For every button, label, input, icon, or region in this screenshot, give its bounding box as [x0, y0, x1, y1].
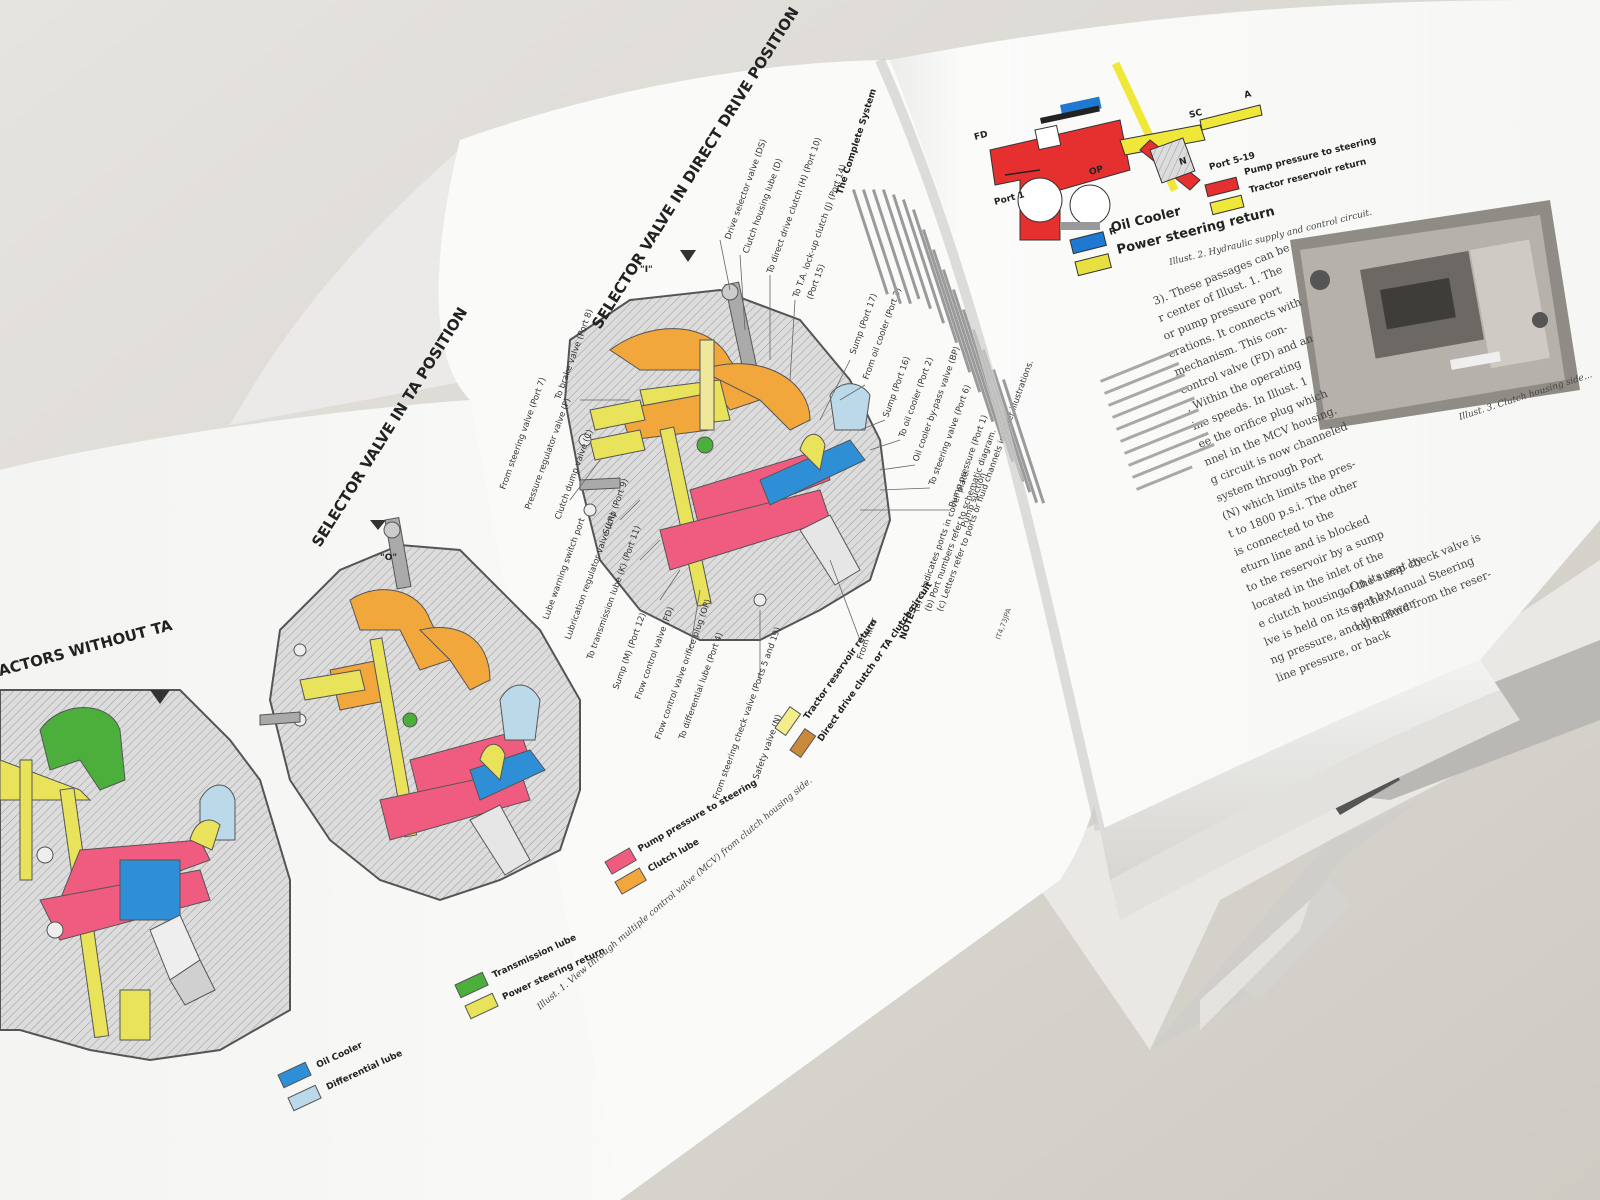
header-selector-ta-mark: "O": [380, 553, 397, 563]
legend-swatch-ps-return-r: [1074, 253, 1112, 277]
svg-text:SC: SC: [1188, 108, 1204, 121]
down-arrow-icon-ta: [370, 520, 386, 530]
right-page-text-column: [1100, 350, 1215, 491]
down-arrow-icon: [150, 690, 170, 704]
spine-shadow: [875, 57, 1105, 832]
diagram-ta-position: [259, 516, 581, 902]
legend-swatch-pump-pressure: [604, 847, 637, 875]
right-body-text: 3). These passages can be r center of Il…: [1151, 241, 1424, 685]
svg-text:N: N: [1178, 156, 1188, 168]
legend-swatch-pump-pressure-r: [1204, 176, 1240, 198]
svg-text:A: A: [1243, 89, 1252, 100]
callout-leaders: [569, 239, 950, 680]
right-page: [890, 0, 1600, 920]
svg-text:R: R: [1108, 226, 1117, 237]
header-selector-direct-mark: "I": [640, 265, 653, 275]
legend-swatch-oil-cooler: [277, 1061, 312, 1089]
diagram-without-ta: [0, 689, 291, 1062]
legend-swatch-ps-return: [464, 992, 499, 1020]
down-arrow-icon-direct: [680, 250, 696, 262]
legend-swatch-reservoir-r: [1209, 194, 1245, 216]
legend-swatch-trans-lube: [454, 971, 489, 999]
legend-swatch-clutch-lube: [614, 867, 647, 895]
svg-text:FD: FD: [973, 130, 989, 143]
photo-illust-3: [1290, 200, 1580, 430]
legend-swatch-reservoir-return: [774, 706, 802, 737]
legend-swatch-diff-lube: [287, 1084, 322, 1112]
svg-text:OP: OP: [1088, 164, 1105, 177]
legend-swatch-oil-cooler-r: [1069, 231, 1107, 255]
legend-swatch-dd-clutch: [789, 728, 817, 759]
right-schematic: [989, 61, 1263, 241]
